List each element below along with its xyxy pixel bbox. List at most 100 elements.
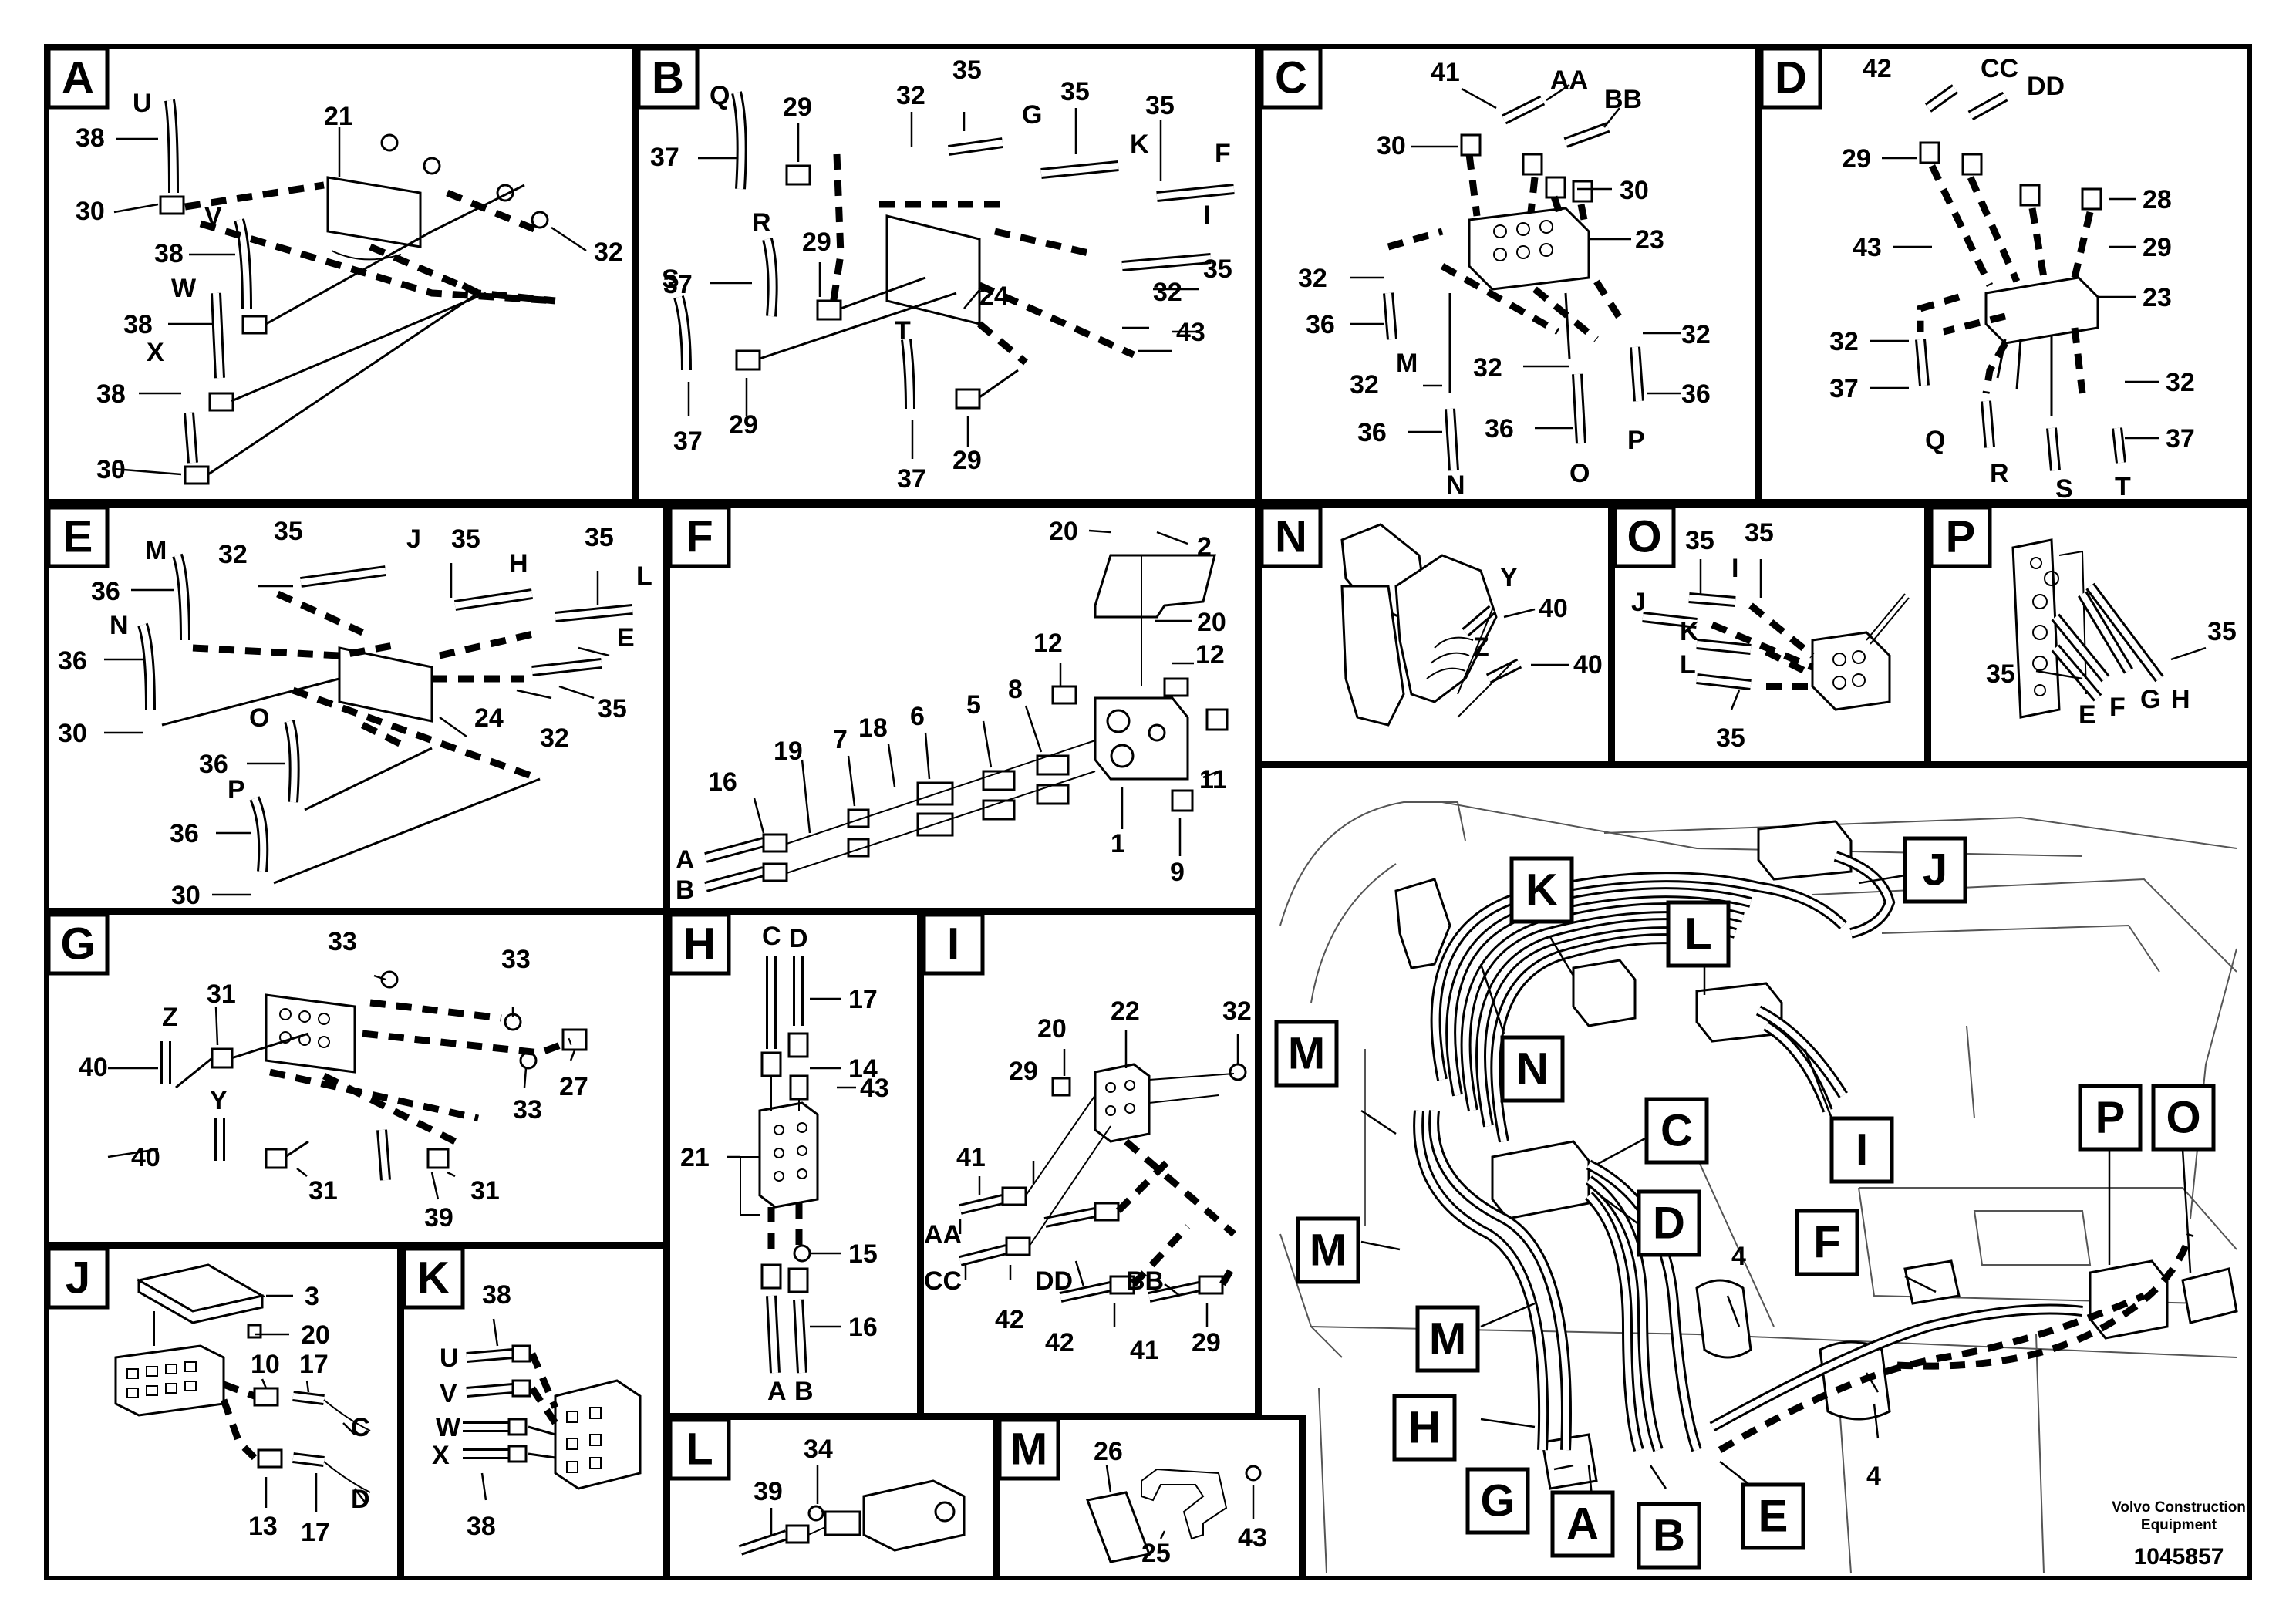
label-d-q: Q [1925, 426, 1945, 455]
label-i-20: 20 [1037, 1014, 1067, 1044]
label-e-35d: 35 [598, 694, 627, 723]
panel-a-tag: A [62, 53, 94, 103]
label-o-j: J [1631, 588, 1646, 617]
label-b-29b: 29 [802, 228, 831, 257]
svg-text:I: I [1856, 1125, 1868, 1175]
label-o-k: K [1680, 617, 1699, 646]
overview-label-4b: 4 [1866, 1462, 1881, 1491]
label-e-36b: 36 [58, 646, 87, 676]
panel-g-tag: G [60, 919, 95, 969]
label-f-16: 16 [708, 767, 737, 797]
label-h-21: 21 [680, 1143, 710, 1172]
label-j-3: 3 [305, 1282, 319, 1311]
label-b-37b: 37 [663, 270, 693, 299]
label-i-bb: BB [1126, 1266, 1164, 1296]
panel-f: F 20 2 20 12 12 8 19 7 18 6 5 11 [666, 503, 1259, 912]
overview-callout-m-1: M [1274, 1020, 1339, 1088]
label-i-dd: DD [1035, 1266, 1073, 1296]
label-a-x: X [147, 338, 164, 367]
label-i-42: 42 [995, 1305, 1024, 1334]
panel-h-tag: H [683, 919, 716, 969]
label-a-w: W [171, 274, 197, 303]
label-m-43: 43 [1238, 1523, 1267, 1553]
footer-company-line2: Equipment [2141, 1517, 2217, 1533]
label-j-13: 13 [248, 1512, 278, 1541]
label-f-5: 5 [966, 690, 981, 720]
panel-o-tag: O [1627, 512, 1661, 562]
label-e-35: 35 [274, 517, 303, 546]
label-b-29d: 29 [952, 446, 982, 475]
svg-text:C: C [1660, 1106, 1693, 1156]
label-e-35c: 35 [585, 523, 614, 552]
label-e-32b: 32 [540, 723, 569, 753]
label-b-43: 43 [1176, 318, 1205, 347]
label-b-35: 35 [952, 56, 982, 85]
overview-callout-g: G [1465, 1467, 1530, 1535]
label-d-s: S [2055, 474, 2073, 504]
label-b-f: F [1215, 139, 1231, 168]
panel-i: I 20 22 32 29 41 AA CC DD BB 42 42 41 [919, 910, 1259, 1418]
label-p-35b: 35 [2207, 617, 2237, 646]
label-e-36: 36 [91, 577, 120, 606]
label-p-g: G [2140, 685, 2160, 714]
label-g-31b: 31 [308, 1176, 338, 1206]
svg-text:D: D [1653, 1199, 1685, 1249]
label-h-16: 16 [848, 1313, 878, 1342]
label-c-32b: 32 [1681, 320, 1711, 349]
label-f-7: 7 [833, 725, 848, 754]
svg-text:M: M [1429, 1314, 1466, 1364]
label-d-37: 37 [1829, 374, 1859, 403]
overview-callout-b: B [1637, 1502, 1701, 1570]
overview-callout-c: C [1644, 1097, 1709, 1165]
label-g-33b: 33 [501, 945, 531, 974]
panel-m-tag: M [1010, 1425, 1047, 1475]
panel-n: N Y 40 Z 40 [1257, 503, 1613, 766]
label-c-41: 41 [1431, 58, 1460, 87]
label-f-2: 2 [1197, 532, 1212, 561]
label-f-18: 18 [858, 713, 888, 743]
overview-callout-m-3: M [1415, 1305, 1480, 1373]
label-a-38b: 38 [154, 239, 184, 268]
panel-c-tag: C [1275, 53, 1307, 103]
label-e-30: 30 [58, 719, 87, 748]
label-i-22: 22 [1111, 996, 1140, 1026]
label-c-aa: AA [1550, 66, 1588, 95]
svg-text:L: L [1684, 909, 1711, 959]
label-b-g: G [1022, 100, 1042, 130]
label-e-36d: 36 [170, 819, 199, 848]
label-a-38: 38 [76, 123, 105, 153]
label-o-l: L [1680, 650, 1696, 679]
label-e-36c: 36 [199, 750, 228, 779]
svg-text:A: A [1566, 1499, 1599, 1549]
panel-f-tag: F [686, 512, 713, 562]
label-c-o: O [1569, 459, 1590, 488]
overview-label-4: 4 [1731, 1242, 1746, 1271]
label-e-p: P [228, 775, 245, 804]
panel-b: B Q 29 32 35 G 35 K [634, 44, 1259, 504]
svg-text:M: M [1310, 1226, 1347, 1276]
label-c-32d: 32 [1473, 353, 1502, 383]
svg-text:E: E [1758, 1492, 1789, 1542]
drawing-number: 1045857 [2134, 1544, 2224, 1570]
label-a-u: U [133, 89, 152, 118]
panel-i-tag: I [947, 919, 959, 969]
label-c-30b: 30 [1620, 176, 1649, 205]
label-e-j: J [406, 524, 421, 554]
label-p-f: F [2109, 693, 2126, 722]
label-a-38d: 38 [96, 379, 126, 409]
label-d-29b: 29 [2143, 233, 2172, 262]
panel-p-tag: P [1946, 512, 1976, 562]
label-g-31c: 31 [470, 1176, 500, 1206]
label-e-o: O [249, 703, 269, 733]
label-l-39: 39 [754, 1477, 783, 1506]
label-b-i: I [1203, 201, 1210, 230]
label-j-10: 10 [251, 1350, 280, 1379]
label-p-e: E [2079, 700, 2096, 730]
label-e-n: N [110, 611, 129, 640]
label-c-36c: 36 [1357, 418, 1387, 447]
label-i-29b: 29 [1192, 1328, 1221, 1357]
label-g-40: 40 [79, 1053, 108, 1082]
label-b-32b: 32 [1153, 278, 1182, 307]
label-h-b: B [794, 1377, 814, 1406]
panel-j: J 3 20 10 17 C 13 17 D [44, 1244, 402, 1580]
